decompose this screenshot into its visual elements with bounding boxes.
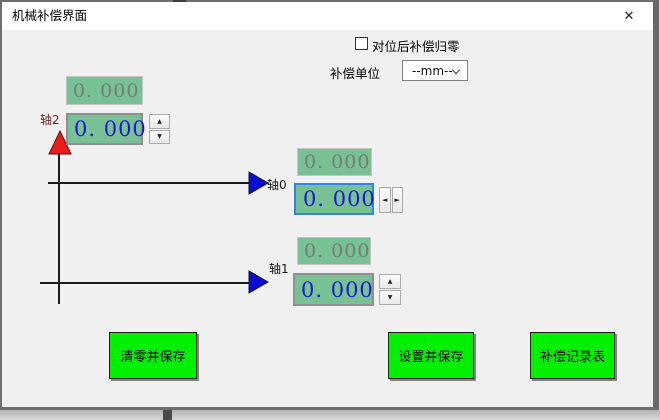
clear-and-save-button[interactable]: 清零并保存	[109, 332, 197, 379]
axis0-blue-triangle-icon	[248, 171, 269, 195]
axis1-readout: 0. 000	[297, 237, 371, 265]
axis1-input[interactable]: 0. 000	[293, 273, 374, 306]
axis0-spinner: ◄ ►	[379, 187, 403, 213]
unit-label: 补偿单位	[330, 66, 381, 81]
axis1-label: 轴1	[269, 262, 289, 276]
axis2-red-triangle-icon	[48, 130, 72, 155]
axis0-input-value: 0. 000	[303, 187, 376, 211]
spin-down-icon[interactable]: ▼	[379, 290, 401, 305]
unit-dropdown-value: --mm--	[412, 63, 453, 78]
dialog-window: 机械补偿界面 ✕ 对位后补偿归零 补偿单位 --mm--	[0, 0, 659, 410]
axis2-input[interactable]: 0. 000	[66, 113, 146, 145]
axis0-label: 轴0	[267, 178, 287, 192]
axis1-horizontal-line	[40, 282, 249, 284]
unit-dropdown[interactable]: --mm--	[402, 60, 468, 81]
window-title: 机械补偿界面	[12, 8, 88, 23]
spin-up-icon[interactable]: ▲	[149, 114, 170, 129]
axis0-readout: 0. 000	[297, 148, 372, 176]
axis0-horizontal-line	[48, 182, 249, 184]
set-and-save-button[interactable]: 设置并保存	[388, 332, 474, 379]
zero-after-align-checkbox[interactable]	[355, 37, 368, 50]
axis2-vertical-line	[58, 152, 60, 304]
spin-down-icon[interactable]: ▼	[149, 129, 170, 144]
zero-after-align-label: 对位后补偿归零	[372, 39, 460, 54]
chevron-down-icon	[451, 65, 461, 75]
background-notch	[163, 410, 172, 420]
axis2-readout: 0. 000	[66, 76, 143, 105]
record-table-button[interactable]: 补偿记录表	[530, 332, 615, 379]
spin-left-icon[interactable]: ◄	[379, 187, 391, 213]
spin-right-icon[interactable]: ►	[391, 187, 403, 213]
background-window-edge	[0, 410, 660, 420]
close-icon[interactable]: ✕	[623, 8, 635, 24]
title-bar: 机械补偿界面 ✕	[2, 2, 653, 30]
axis1-spinner: ▲ ▼	[379, 274, 401, 305]
axis1-blue-triangle-icon	[248, 270, 269, 294]
dialog-body: 对位后补偿归零 补偿单位 --mm-- 轴2 轴0 轴1 0.	[2, 30, 653, 407]
spin-up-icon[interactable]: ▲	[379, 274, 401, 289]
axis2-label: 轴2	[40, 113, 60, 127]
axis2-spinner: ▲ ▼	[149, 114, 170, 144]
axis0-input[interactable]: 0. 000	[294, 183, 376, 215]
top-border-notch	[173, 0, 186, 2]
